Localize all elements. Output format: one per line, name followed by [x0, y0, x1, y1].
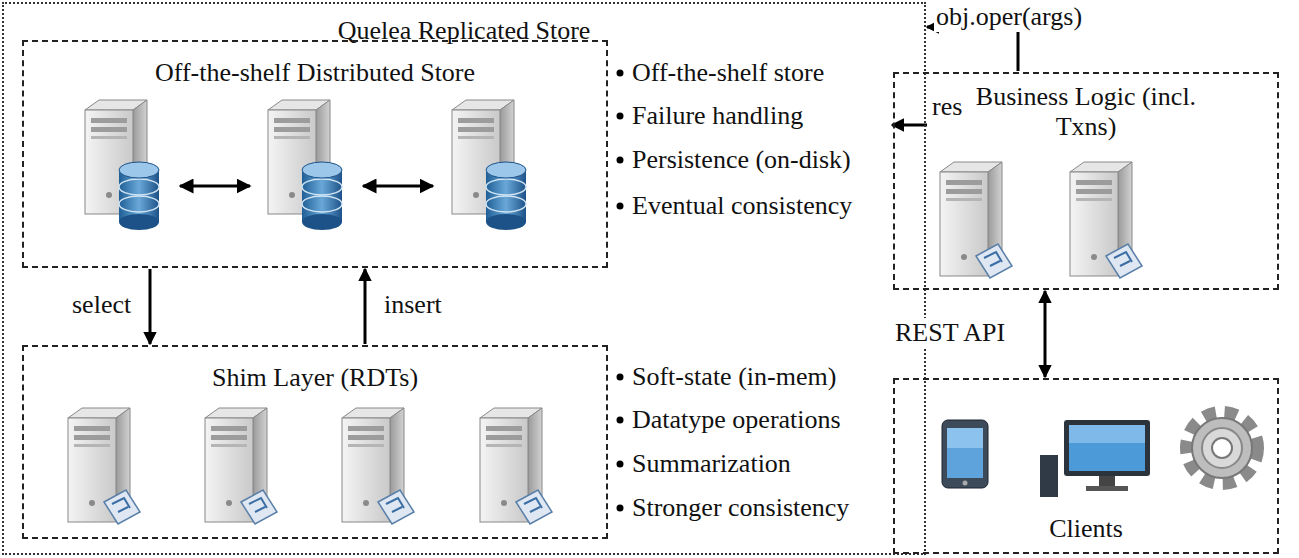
connector-arrow: [892, 124, 927, 127]
node-title: Business Logic (incl. Txns): [966, 82, 1206, 142]
edge-label: res: [930, 92, 964, 122]
connector-arrow: [149, 269, 152, 344]
feature-bullet: Failure handling: [632, 101, 803, 131]
clients-box: Clients: [893, 378, 1279, 554]
node-title: Off-the-shelf Distributed Store: [155, 58, 475, 88]
feature-bullet: Stronger consistency: [632, 493, 849, 523]
node-title: Shim Layer (RDTs): [212, 363, 418, 393]
edge-label: REST API: [893, 318, 1007, 348]
connector-arrow: [364, 269, 367, 344]
connector-arrow: [1044, 291, 1047, 377]
feature-bullet: Soft-state (in-mem): [632, 362, 836, 392]
feature-bullet: Eventual consistency: [632, 191, 852, 221]
shim-layer-box: Shim Layer (RDTs): [22, 345, 608, 539]
connector-arrow: [927, 27, 1018, 71]
edge-label: insert: [382, 290, 444, 320]
edge-label: select: [70, 290, 133, 320]
node-title: Clients: [1049, 514, 1123, 544]
feature-bullet: Summarization: [632, 449, 791, 479]
edge-label: obj.oper(args): [934, 2, 1084, 32]
feature-bullet: Persistence (on-disk): [632, 145, 851, 175]
feature-bullet: Off-the-shelf store: [632, 58, 824, 88]
distributed-store-box: Off-the-shelf Distributed Store: [22, 40, 608, 268]
feature-bullet: Datatype operations: [632, 405, 841, 435]
